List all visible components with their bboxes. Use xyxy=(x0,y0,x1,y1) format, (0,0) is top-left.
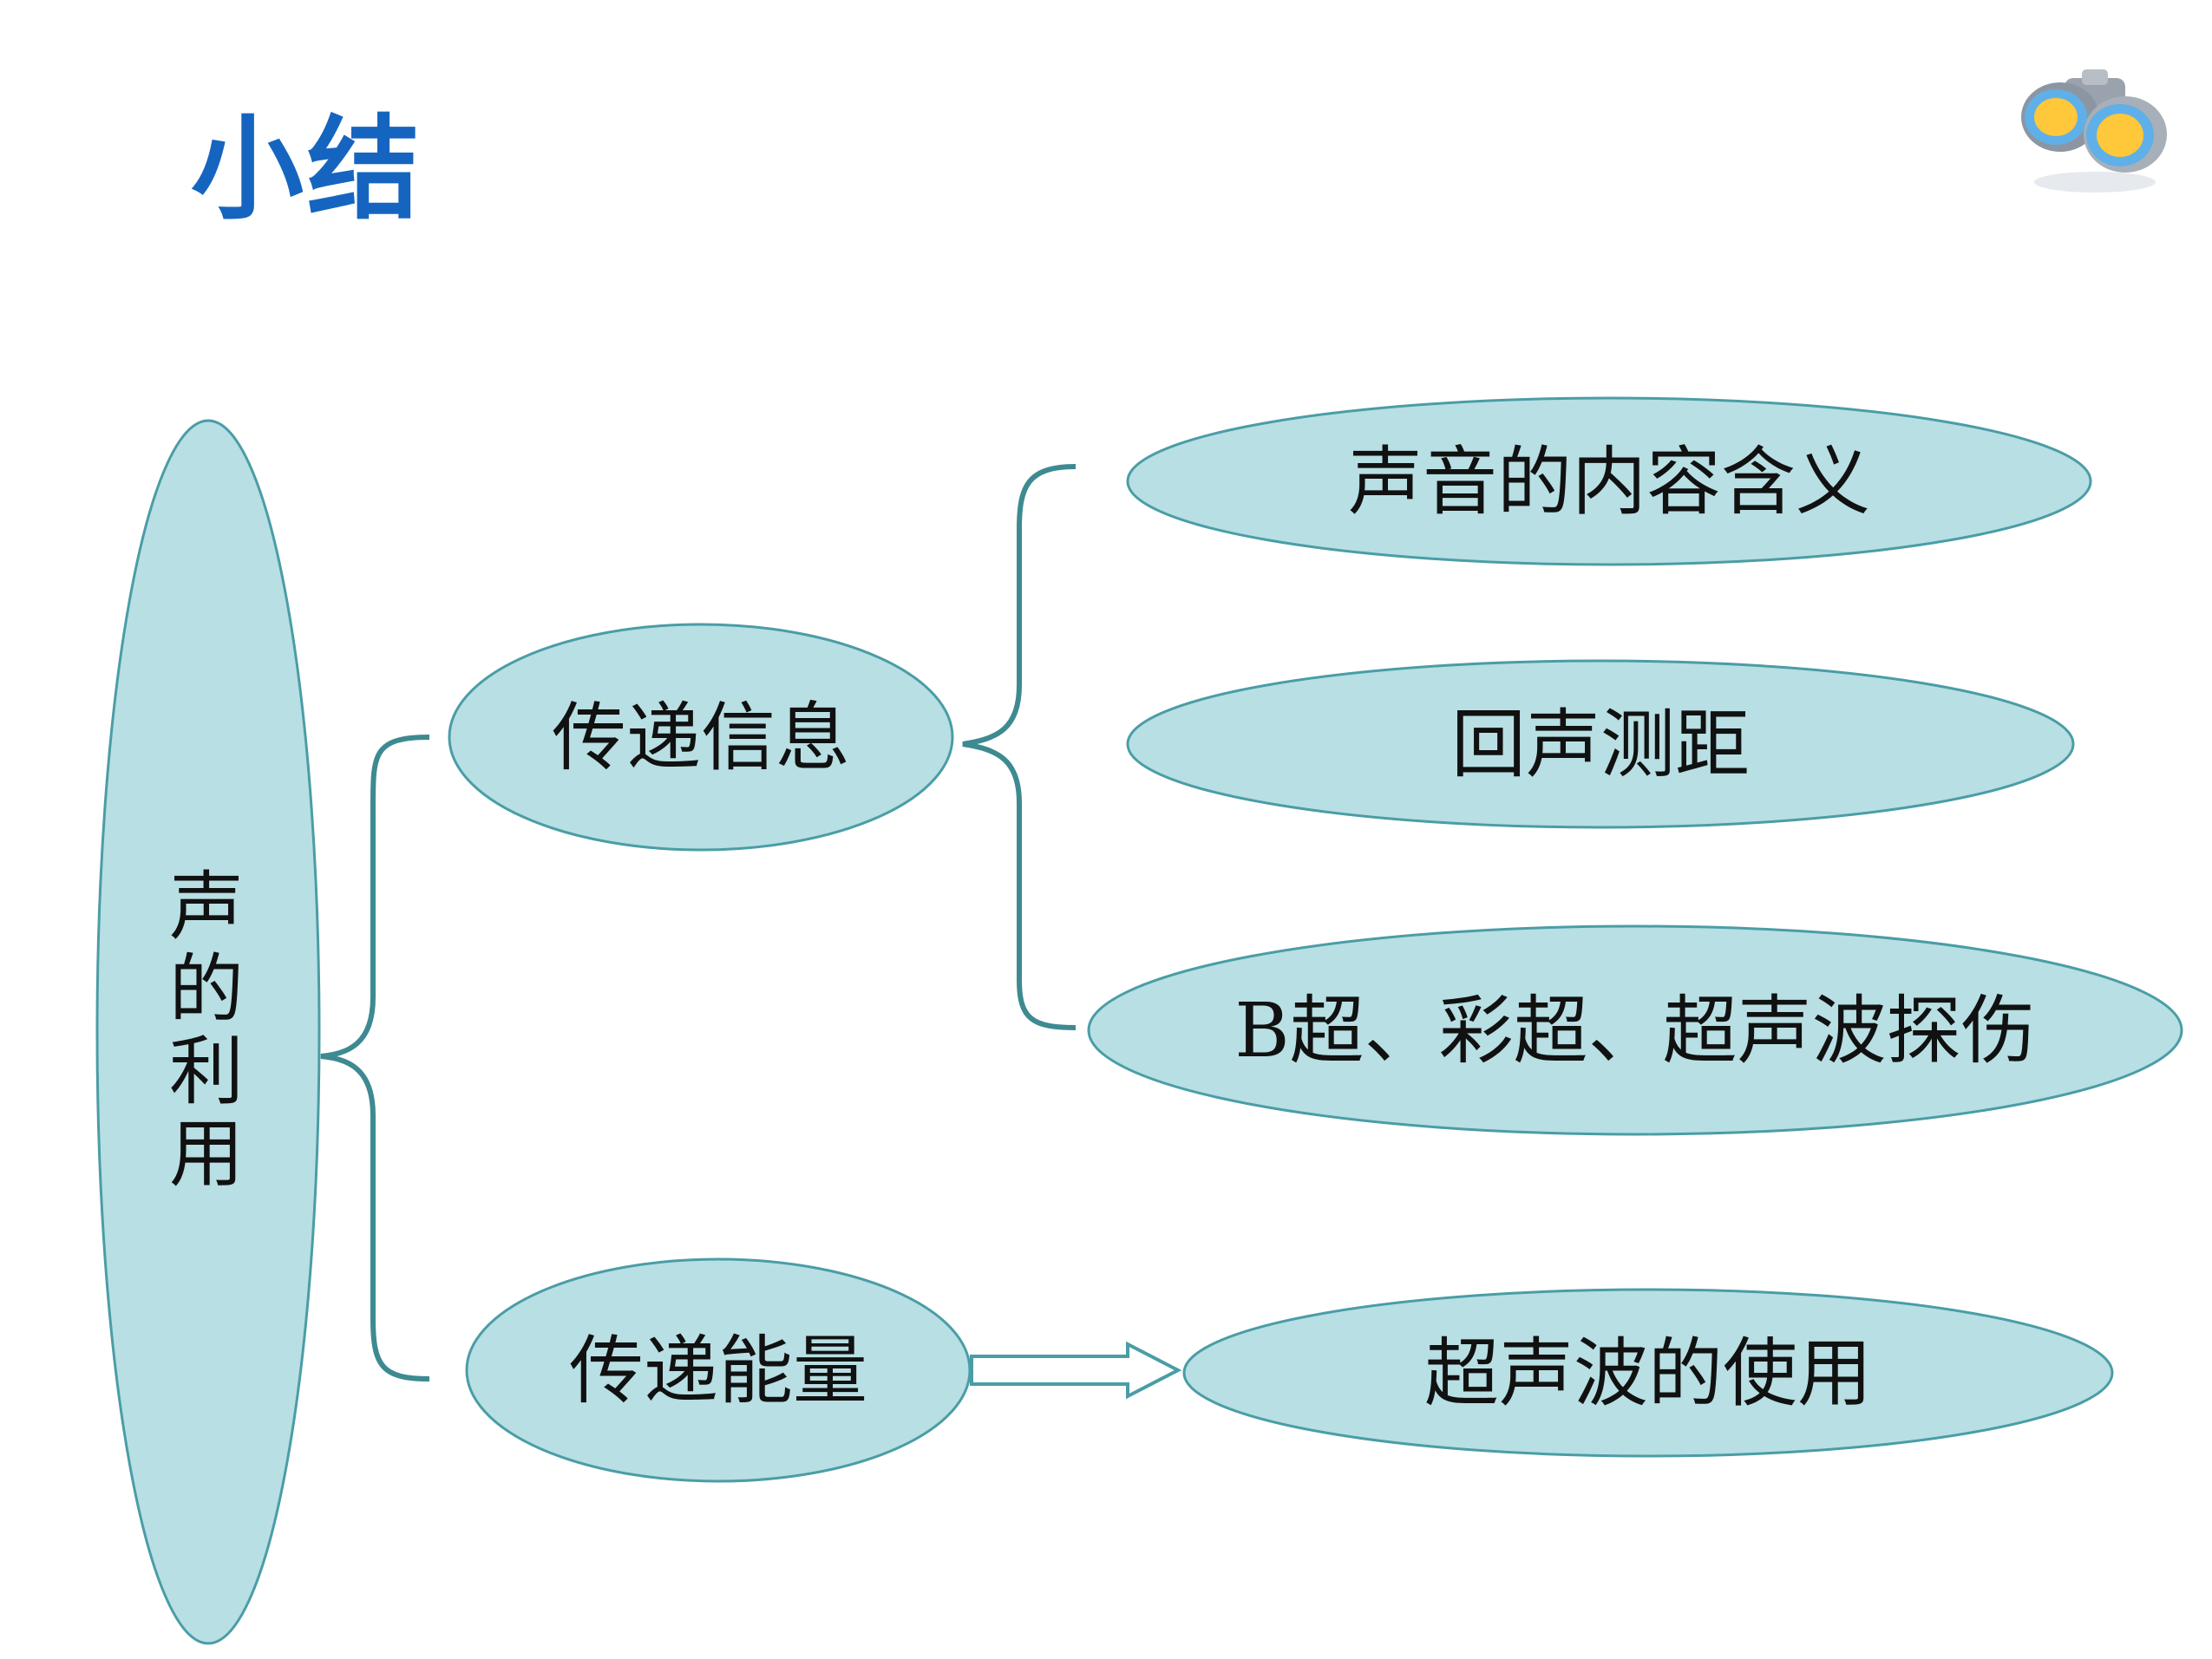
binoculars-icon xyxy=(2021,69,2167,193)
slide-title: 小结 xyxy=(191,103,424,235)
child-node xyxy=(1126,396,2092,566)
branch-label-energy: 传递能量 xyxy=(569,1328,867,1414)
child-label: 回声测距 xyxy=(1451,702,1750,788)
child-label: 声音的内容含义 xyxy=(1348,439,1870,526)
information-brace xyxy=(962,464,1077,1030)
root-brace xyxy=(320,735,430,1381)
child-node xyxy=(1182,1288,2114,1458)
root-char: 声 xyxy=(169,864,244,950)
root-char: 的 xyxy=(169,946,244,1033)
energy-arrow xyxy=(970,1341,1182,1400)
child-label: 超声波的使用 xyxy=(1424,1330,1872,1417)
child-label: B超、彩超、超声波探伤 xyxy=(1234,988,2035,1074)
child-node xyxy=(1087,924,2183,1136)
branch-node-information xyxy=(448,623,954,852)
root-node xyxy=(95,419,321,1645)
branch-label-information: 传递信息 xyxy=(552,695,850,781)
child-node xyxy=(1126,659,2075,829)
root-char: 用 xyxy=(169,1111,244,1198)
root-char: 利 xyxy=(169,1029,244,1115)
